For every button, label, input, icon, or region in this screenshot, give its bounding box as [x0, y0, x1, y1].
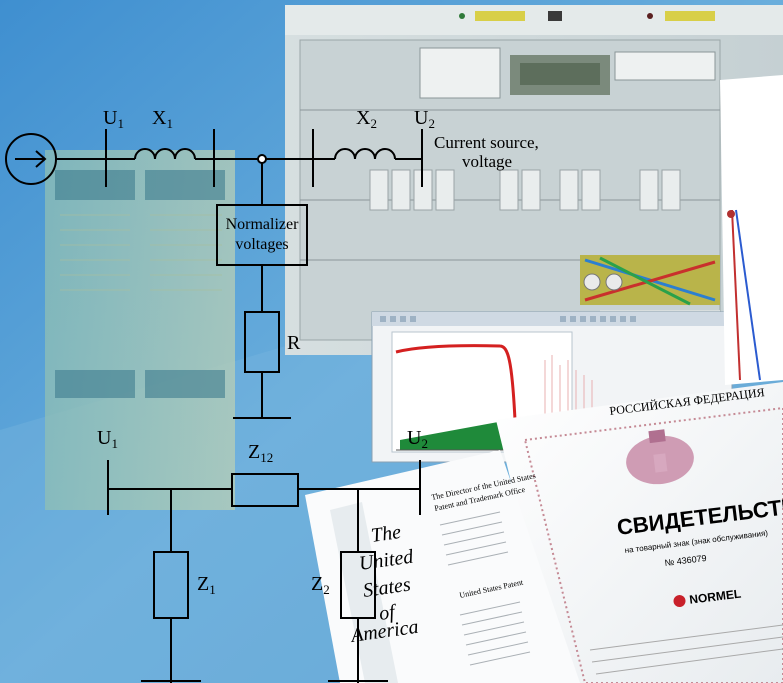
- indicator-lamp: [459, 13, 465, 19]
- label-u2-top: U2: [414, 107, 435, 131]
- door-label-4: [145, 370, 225, 398]
- us-patent-document: The Director of the United States Patent…: [305, 450, 580, 683]
- label-u2-bottom: U2: [407, 427, 428, 451]
- indicator-lamp-2: [647, 13, 653, 19]
- junction-node: [257, 154, 267, 164]
- label-z2: Z2: [311, 573, 330, 597]
- label-normalizer-1: Normalizer: [226, 216, 300, 233]
- inductor-x1-icon: [134, 148, 196, 160]
- chart-red-curve: [395, 344, 517, 421]
- label-x2: X2: [356, 107, 377, 131]
- label-source-line2: voltage: [462, 152, 512, 171]
- door-label-2: [145, 170, 225, 200]
- label-source-line1: Current source,: [434, 133, 539, 152]
- terminal-blocks: [369, 169, 681, 211]
- circuit-top-labels: U1 X1 X2 U2 Current source, voltage Norm…: [103, 107, 539, 354]
- door-label-1: [55, 170, 135, 200]
- top-label-plate-2: [665, 11, 715, 21]
- controller-module: [614, 51, 716, 81]
- cabinet-door: [45, 150, 235, 510]
- label-u1-bottom: U1: [97, 427, 118, 451]
- russian-certificate: РОССИЙСКАЯ ФЕДЕРАЦИЯ СВИДЕТЕЛЬСТВ на тов…: [496, 382, 783, 683]
- top-switch: [548, 11, 562, 21]
- door-label-3: [55, 370, 135, 398]
- door-text-lines: [60, 214, 222, 291]
- chart-green-area: [400, 418, 520, 450]
- certificate-back: [720, 75, 783, 385]
- patent-text-lines-top: [439, 511, 509, 566]
- label-normalizer-2: voltages: [235, 236, 288, 253]
- svg-text:NORMEL: NORMEL: [689, 587, 742, 607]
- source-arrow-head: [35, 150, 47, 168]
- breaker-module: [419, 47, 501, 99]
- label-u1-top: U1: [103, 107, 124, 131]
- lcd-screen: [520, 63, 600, 85]
- wiring-bundle: [580, 255, 720, 306]
- circuit-bottom: [107, 460, 421, 683]
- circuit-top: [5, 129, 423, 419]
- label-r: R: [287, 332, 301, 354]
- svg-text:of: of: [378, 601, 399, 625]
- coat-of-arms-icon: [626, 429, 694, 485]
- normel-logo: NORMEL: [673, 587, 742, 608]
- label-x1: X1: [152, 107, 173, 131]
- inductor-x2-icon: [334, 148, 396, 160]
- label-z1: Z1: [197, 573, 216, 597]
- certificate-text-lines: [589, 624, 783, 675]
- circuit-bottom-labels: U1 U2 Z12 Z1 Z2: [97, 427, 428, 597]
- label-z12: Z12: [248, 441, 273, 465]
- svg-text:The: The: [370, 521, 403, 547]
- top-label-plate: [475, 11, 525, 21]
- patent-text-lines-bottom: [459, 601, 531, 666]
